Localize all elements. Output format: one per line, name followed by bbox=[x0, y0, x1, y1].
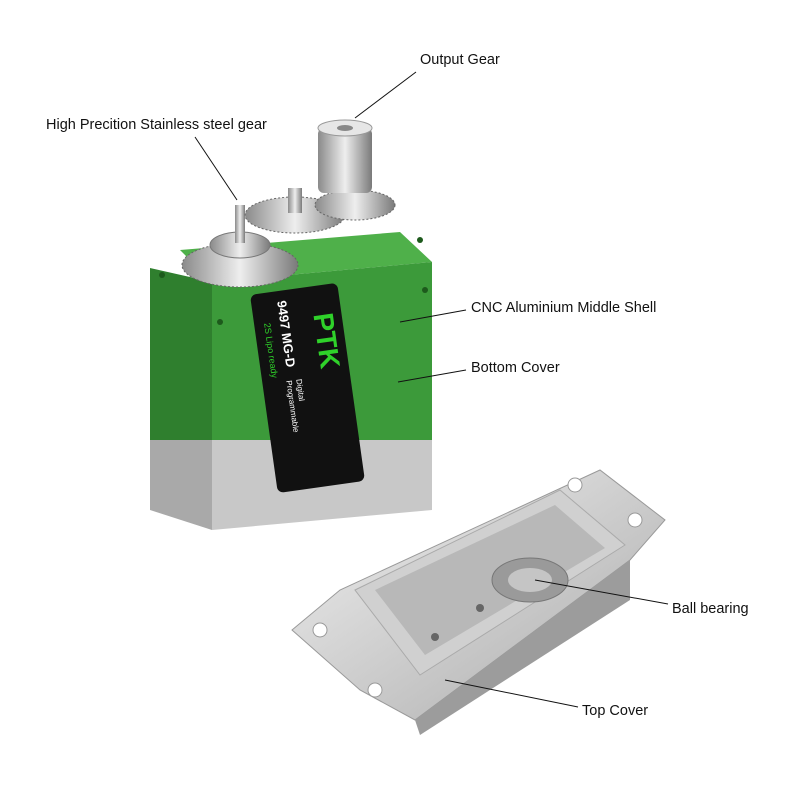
leader-ball-bearing bbox=[534, 579, 669, 605]
leader-middle-shell bbox=[399, 309, 467, 323]
callout-ball-bearing: Ball bearing bbox=[672, 601, 749, 617]
leader-bottom-cover bbox=[397, 369, 467, 383]
leader-top-cover bbox=[444, 679, 579, 708]
leader-output-gear bbox=[354, 71, 417, 119]
callout-steel-gear: High Precition Stainless steel gear bbox=[46, 117, 267, 133]
label-sticker: PTK 9497 MG-D Digital Programmable 2S Li… bbox=[250, 283, 365, 493]
callout-output-gear: Output Gear bbox=[420, 52, 500, 68]
leader-lines bbox=[194, 71, 669, 708]
top-cover-part bbox=[291, 469, 666, 735]
callout-middle-shell: CNC Aluminium Middle Shell bbox=[471, 300, 657, 316]
output-gear bbox=[318, 128, 372, 193]
sticker-line1: Digital bbox=[294, 378, 306, 401]
callout-bottom-cover: Bottom Cover bbox=[471, 360, 560, 376]
bottom-cover-side bbox=[150, 440, 212, 530]
callout-top-cover: Top Cover bbox=[582, 703, 649, 719]
gear-train bbox=[181, 119, 396, 288]
leader-steel-gear bbox=[194, 136, 238, 201]
sticker-brand: PTK bbox=[307, 311, 345, 371]
